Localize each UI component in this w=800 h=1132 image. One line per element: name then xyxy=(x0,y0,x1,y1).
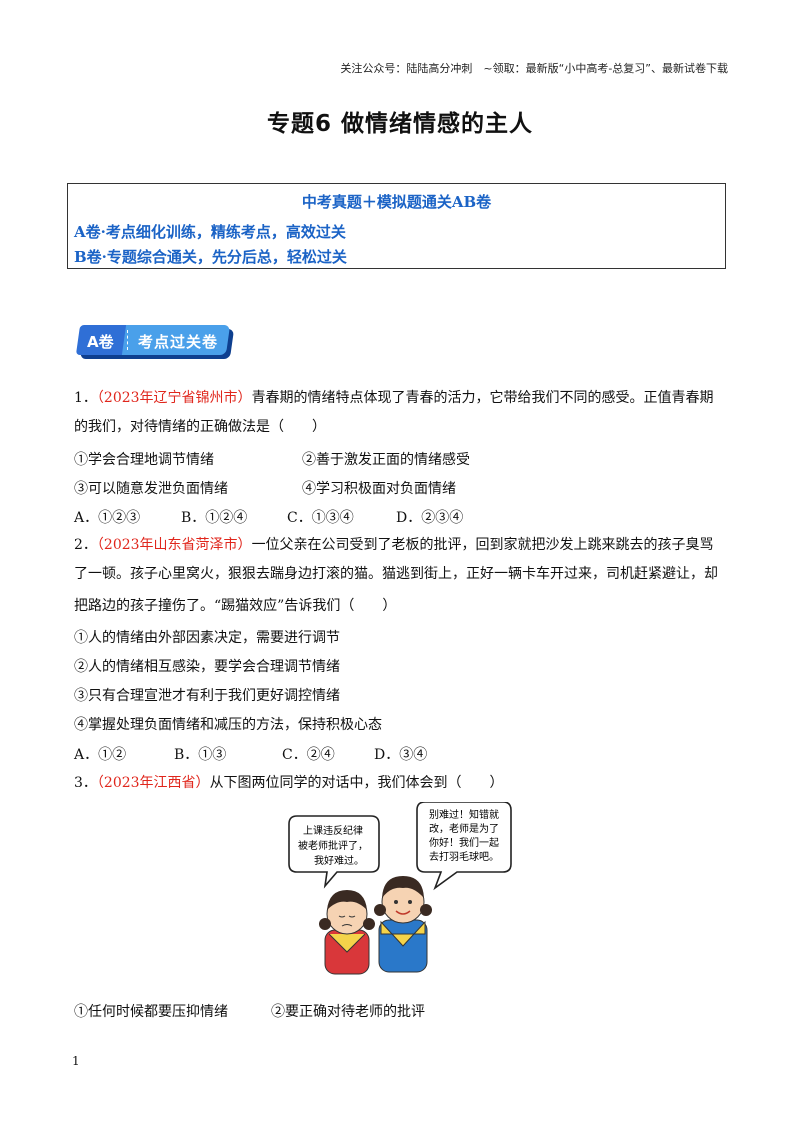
q2-line1: 2．（2023年山东省菏泽市）一位父亲在公司受到了老板的批评，回到家就把沙发上跳… xyxy=(74,536,714,554)
banner-label-a: A卷 xyxy=(87,333,114,351)
right-bubble-line-2: 改，老师是为了 xyxy=(429,822,499,835)
q2-statement-2: ②人的情绪相互感染，要学会合理调节情绪 xyxy=(74,659,340,675)
happy-child-figure xyxy=(374,876,432,973)
page-title: 专题6 做情绪情感的主人 xyxy=(266,111,533,137)
right-bubble-line-1: 别难过！知错就 xyxy=(429,808,499,821)
q3-statement-2: ②要正确对待老师的批评 xyxy=(271,1004,425,1020)
q1-number: 1． xyxy=(74,390,97,406)
q2-line3: 把路边的孩子撞伤了。“踢猫效应”告诉我们（ ） xyxy=(74,598,397,614)
page-number: 1 xyxy=(72,1054,80,1068)
left-bubble-line-1: 上课违反纪律 xyxy=(303,824,363,837)
q3-line1: 3．（2023年江西省）从下图两位同学的对话中，我们体会到（ ） xyxy=(74,774,504,792)
banner-divider xyxy=(127,330,129,350)
banner-label-b: 考点过关卷 xyxy=(138,333,219,351)
q2-option-a[interactable]: A．①② xyxy=(74,747,127,763)
q3-source: （2023年江西省） xyxy=(96,775,210,791)
q3-statement-1: ①任何时候都要压抑情绪 xyxy=(74,1004,228,1020)
q1-text1: 青春期的情绪特点体现了青春的活力，它带给我们不同的感受。正值青春期 xyxy=(251,390,714,406)
q1-statement-4: ④学习积极面对负面情绪 xyxy=(302,481,456,497)
q2-option-d[interactable]: D．③④ xyxy=(374,747,428,763)
q3-number: 3． xyxy=(74,775,97,791)
left-speech-bubble xyxy=(288,815,380,889)
q2-source: （2023年山东省菏泽市） xyxy=(96,537,252,553)
left-bubble-line-3: 我好难过。 xyxy=(314,854,364,867)
q1-source: （2023年辽宁省锦州市） xyxy=(96,390,252,406)
box-line-b: B卷·专题综合通关，先分后总，轻松过关 xyxy=(74,248,347,266)
left-bubble-line-2: 被老师批评了， xyxy=(298,839,368,852)
box-heading: 中考真题＋模拟题通关AB卷 xyxy=(301,193,492,211)
section-banner: A卷 考点过关卷 xyxy=(75,322,236,359)
q2-option-c[interactable]: C．②④ xyxy=(282,747,335,763)
q1-option-c[interactable]: C．①③④ xyxy=(287,510,354,526)
q1-option-d[interactable]: D．②③④ xyxy=(396,510,464,526)
box-line-a: A卷·考点细化训练，精练考点，高效过关 xyxy=(74,223,346,241)
q1-statement-1: ①学会合理地调节情绪 xyxy=(74,452,214,468)
q2-number: 2． xyxy=(74,537,97,553)
right-bubble-line-4: 去打羽毛球吧。 xyxy=(429,850,499,863)
right-bubble-line-3: 你好！我们一起 xyxy=(429,836,499,849)
q2-line2: 了一顿。孩子心里窝火，狠狠去踹身边打滚的猫。猫逃到街上，正好一辆卡车开过来，司机… xyxy=(74,566,718,582)
q2-statement-4: ④掌握处理负面情绪和减压的方法，保持积极心态 xyxy=(74,717,382,733)
q1-statement-3: ③可以随意发泄负面情绪 xyxy=(74,481,228,497)
q2-statement-1: ①人的情绪由外部因素决定，需要进行调节 xyxy=(74,630,340,646)
q3-text1: 从下图两位同学的对话中，我们体会到（ ） xyxy=(209,775,504,791)
header-note: 关注公众号：陆陆高分冲刺 ~领取：最新版“小中高考-总复习”、最新试卷下载 xyxy=(340,62,728,75)
q1-statement-2: ②善于激发正面的情绪感受 xyxy=(302,452,470,468)
q2-option-b[interactable]: B．①③ xyxy=(174,747,227,763)
q2-text1: 一位父亲在公司受到了老板的批评，回到家就把沙发上跳来跳去的孩子臭骂 xyxy=(251,537,714,553)
q2-statement-3: ③只有合理宣泄才有利于我们更好调控情绪 xyxy=(74,688,340,704)
right-speech-bubble xyxy=(416,802,512,891)
q1-line2: 的我们，对待情绪的正确做法是（ ） xyxy=(74,419,326,435)
sad-child-figure xyxy=(319,890,375,975)
q1-line1: 1．（2023年辽宁省锦州市）青春期的情绪特点体现了青春的活力，它带给我们不同的… xyxy=(74,389,714,407)
q1-option-a[interactable]: A．①②③ xyxy=(74,510,141,526)
dialogue-illustration: 上课违反纪律 被老师批评了， 我好难过。 别难过！知错就 改，老师是为了 你好！… xyxy=(288,802,512,975)
ab-intro-box: 中考真题＋模拟题通关AB卷 A卷·考点细化训练，精练考点，高效过关 B卷·专题综… xyxy=(67,183,726,269)
q1-option-b[interactable]: B．①②④ xyxy=(181,510,248,526)
